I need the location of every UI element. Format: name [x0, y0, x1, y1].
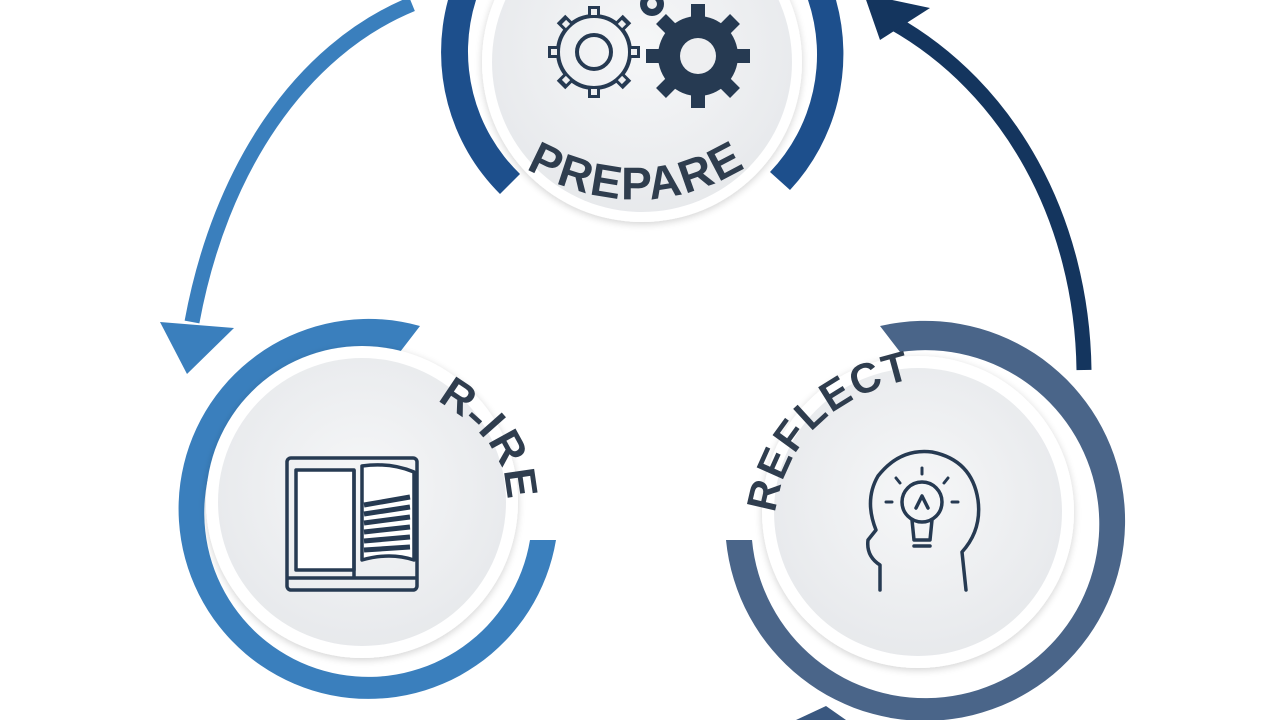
arrowhead-left [160, 322, 234, 374]
stage-prepare: PREPARE [441, 0, 844, 222]
arrowhead-top [866, 0, 930, 40]
reflect-face [774, 368, 1062, 656]
stage-inquire: R˗IRE [178, 318, 556, 699]
connector-inquire-to-reflect [796, 706, 846, 720]
stage-reflect: REFLECT [726, 320, 1126, 720]
arrowhead-bottom [796, 706, 846, 720]
gears-icon [548, 0, 750, 108]
connector-prepare-to-inquire [160, 0, 415, 374]
prepare-ring-right [770, 0, 844, 190]
head-lightbulb-icon [866, 449, 981, 592]
connector-reflect-to-prepare [866, 0, 1092, 371]
open-book-icon [285, 456, 419, 592]
prepare-ring-left [441, 0, 520, 194]
